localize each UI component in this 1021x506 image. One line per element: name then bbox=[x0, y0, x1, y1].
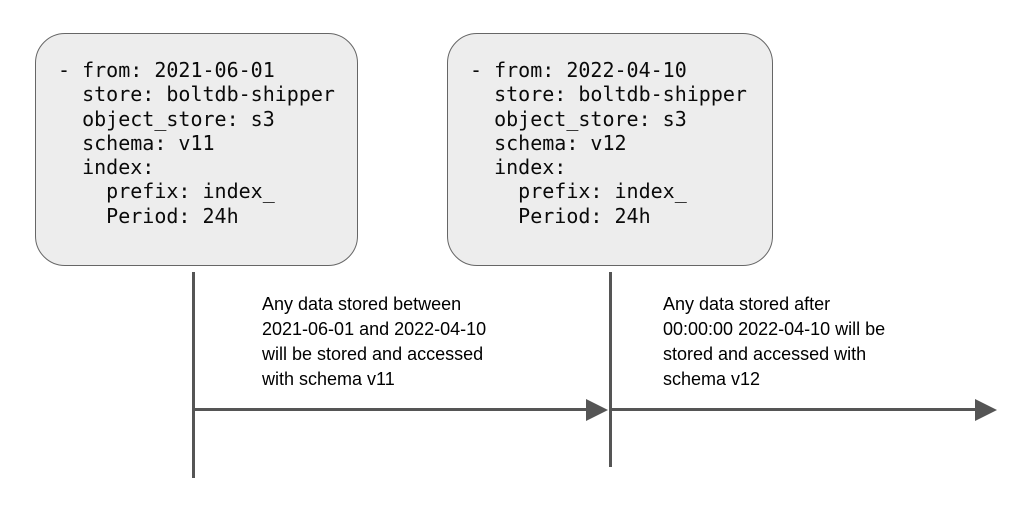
config-code-schema-v11: - from: 2021-06-01 store: boltdb-shipper… bbox=[58, 58, 335, 228]
annotation-schema-v11-period: Any data stored between 2021-06-01 and 2… bbox=[262, 294, 487, 389]
arrowhead-right-icon bbox=[975, 398, 997, 421]
timeline-tick-2021-06-01 bbox=[192, 272, 195, 478]
annotation-schema-v12-period: Any data stored after 00:00:00 2022-04-1… bbox=[663, 294, 886, 389]
config-box-schema-v11: - from: 2021-06-01 store: boltdb-shipper… bbox=[35, 33, 358, 266]
timeline-tick-2022-04-10 bbox=[609, 272, 612, 467]
arrowhead-right-icon bbox=[586, 398, 608, 421]
config-code-schema-v12: - from: 2022-04-10 store: boltdb-shipper… bbox=[470, 58, 747, 228]
timeline-arrow-v12-shaft bbox=[612, 408, 975, 411]
config-box-schema-v12: - from: 2022-04-10 store: boltdb-shipper… bbox=[447, 33, 773, 266]
timeline-arrow-v11-shaft bbox=[193, 408, 587, 411]
